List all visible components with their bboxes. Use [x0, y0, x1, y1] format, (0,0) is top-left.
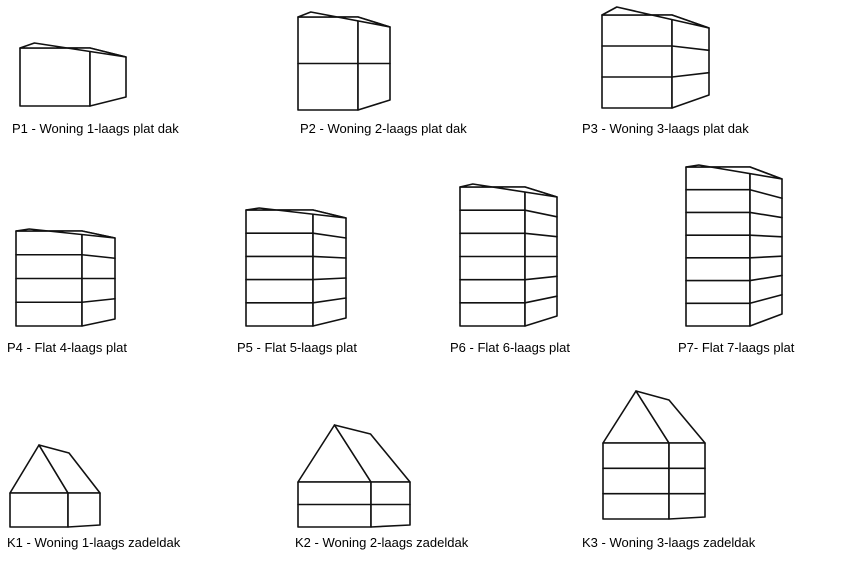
building-p5 [245, 207, 347, 327]
caption-p7: P7- Flat 7-laags plat [678, 340, 795, 355]
building-k3 [602, 390, 706, 520]
building-p4 [15, 228, 116, 327]
caption-p3: P3 - Woning 3-laags plat dak [582, 121, 749, 136]
building-p7 [685, 164, 783, 327]
caption-k2: K2 - Woning 2-laags zadeldak [295, 535, 469, 550]
building-p1 [19, 42, 127, 107]
building-p3 [601, 6, 710, 109]
caption-k3: K3 - Woning 3-laags zadeldak [582, 535, 756, 550]
building-p6 [459, 183, 558, 327]
caption-p6: P6 - Flat 6-laags plat [450, 340, 570, 355]
building-k1 [9, 444, 101, 528]
caption-k1: K1 - Woning 1-laags zadeldak [7, 535, 181, 550]
building-k2 [297, 424, 411, 528]
building-p2 [297, 11, 391, 111]
caption-p2: P2 - Woning 2-laags plat dak [300, 121, 467, 136]
caption-p1: P1 - Woning 1-laags plat dak [12, 121, 179, 136]
caption-p5: P5 - Flat 5-laags plat [237, 340, 357, 355]
caption-p4: P4 - Flat 4-laags plat [7, 340, 127, 355]
